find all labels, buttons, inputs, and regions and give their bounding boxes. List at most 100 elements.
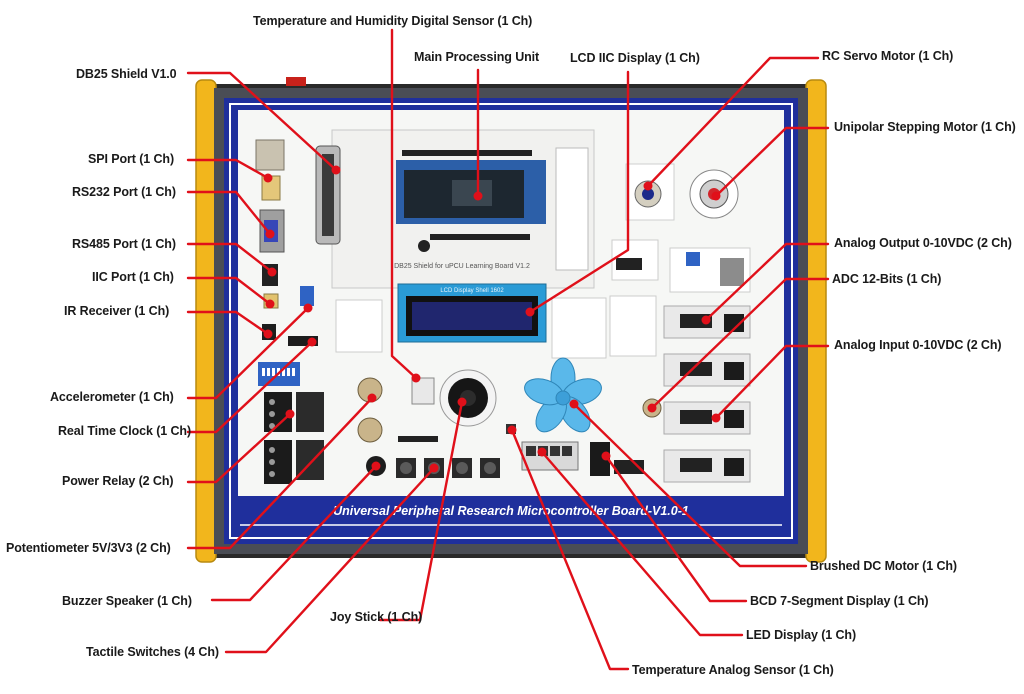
leader-lcd-iic: [528, 70, 630, 314]
chip-a: [616, 258, 642, 270]
label-ir-receiver: IR Receiver (1 Ch): [64, 304, 170, 318]
leader-spi: [186, 158, 270, 180]
label-spi-port: SPI Port (1 Ch): [88, 152, 175, 166]
leader-accelerometer: [186, 306, 310, 400]
lcd-module: LCD Display Shell 1602: [397, 283, 547, 343]
leader-accelerometer-dot: [303, 303, 313, 313]
label-main-processing-unit: Main Processing Unit: [414, 50, 540, 64]
label-iic-port: IIC Port (1 Ch): [92, 270, 174, 284]
leader-temp-analog-dot: [507, 425, 517, 435]
servo-hub: [642, 188, 654, 200]
seven-segment: [590, 442, 610, 476]
board-title-text: Universal Peripheral Research Microcontr…: [333, 504, 689, 518]
leader-adc: [650, 277, 830, 410]
leader-stepper: [714, 126, 830, 198]
blue-module: [686, 252, 700, 266]
label-adc-12-bits: ADC 12-Bits (1 Ch): [832, 272, 942, 286]
label-led-display: LED Display (1 Ch): [746, 628, 857, 642]
leader-bcd: [604, 454, 748, 603]
leader-rs485: [186, 242, 274, 274]
processing-chip: [452, 180, 492, 206]
label-lcd-iic-display: LCD IIC Display (1 Ch): [570, 51, 700, 65]
leader-power-relay-dot: [285, 409, 295, 419]
label-bcd-7-segment: BCD 7-Segment Display (1 Ch): [750, 594, 929, 608]
terminal-screws: [269, 399, 275, 477]
right-yellow-rail: [805, 79, 827, 563]
label-unipolar-stepping-motor: Unipolar Stepping Motor (1 Ch): [834, 120, 1016, 134]
relay-1: [296, 392, 324, 432]
header-row-top: [402, 150, 532, 156]
accelerometer-chip: [300, 286, 314, 306]
leader-buzzer: [210, 464, 378, 602]
pot-2: [357, 417, 383, 443]
info-table-left: [335, 299, 383, 353]
header-row-bottom: [430, 234, 530, 240]
leader-rs232-dot: [265, 229, 275, 239]
leader-bcd-dot: [601, 451, 611, 461]
leader-rc-servo: [646, 56, 820, 188]
leader-dots: [263, 165, 721, 473]
leader-potentiometer-dot: [367, 393, 377, 403]
lcd-caption-text: LCD Display Shell 1602: [440, 288, 504, 294]
leader-db25: [186, 71, 338, 172]
leader-analog-out-dot: [701, 315, 711, 325]
rtc-module: [288, 336, 318, 346]
leader-adc-dot: [647, 403, 657, 413]
leader-rs485-dot: [267, 267, 277, 277]
th-sensor-grid: [411, 377, 435, 405]
label-rs485-port: RS485 Port (1 Ch): [72, 237, 176, 251]
leader-joystick-dot: [457, 397, 467, 407]
label-power-relay: Power Relay (2 Ch): [62, 474, 174, 488]
leader-rc-servo-dot: [643, 181, 653, 191]
leader-analog-out: [704, 242, 830, 322]
leader-joystick: [378, 400, 464, 622]
leader-potentiometer: [186, 396, 374, 550]
label-temp-humidity-sensor: Temperature and Humidity Digital Sensor …: [253, 14, 533, 28]
label-rc-servo-motor: RC Servo Motor (1 Ch): [822, 49, 954, 63]
leader-lcd-iic-dot: [525, 307, 535, 317]
leader-main-processing-dot: [473, 191, 483, 201]
comm-table: [551, 297, 607, 359]
leader-led-display: [540, 450, 744, 637]
left-yellow-rail: [195, 79, 217, 563]
analog-blocks: [663, 305, 751, 483]
db25-shield: DB25 Shield for uPCU Learning Board V1.2: [315, 129, 595, 289]
label-buzzer-speaker: Buzzer Speaker (1 Ch): [62, 594, 192, 608]
leader-tactile: [224, 466, 436, 654]
terminal-block-2: [264, 440, 292, 484]
lcd-screen: [412, 302, 532, 330]
leader-rtc: [186, 340, 314, 434]
leader-lines: [186, 28, 830, 671]
leader-analog-in: [714, 344, 830, 420]
label-analog-input: Analog Input 0-10VDC (2 Ch): [834, 338, 1002, 352]
db25-pins: [322, 154, 334, 236]
leader-stepper-dot: [711, 191, 721, 201]
leader-iic: [186, 276, 272, 306]
leader-ir-dot: [263, 329, 273, 339]
leader-ir: [186, 310, 270, 336]
shield-title-text: DB25 Shield for uPCU Learning Board V1.2: [394, 263, 530, 270]
header-strip: [398, 436, 438, 442]
label-joy-stick: Joy Stick (1 Ch): [330, 610, 423, 624]
leader-temp-analog: [510, 428, 630, 671]
leader-led-display-dot: [537, 447, 547, 457]
heatsink: [720, 258, 744, 286]
label-real-time-clock: Real Time Clock (1 Ch): [58, 424, 192, 438]
leader-spi-dot: [263, 173, 273, 183]
power-switch: [286, 77, 306, 86]
label-temp-analog-sensor: Temperature Analog Sensor (1 Ch): [632, 663, 834, 677]
spi-connector: [255, 139, 285, 171]
spec-table: [609, 295, 657, 357]
leader-dc-motor-dot: [569, 399, 579, 409]
led-display-block: [521, 441, 579, 471]
leader-buzzer-dot: [371, 461, 381, 471]
label-tactile-switches: Tactile Switches (4 Ch): [86, 645, 219, 659]
label-accelerometer: Accelerometer (1 Ch): [50, 390, 174, 404]
dc-motor-fan: [524, 357, 602, 433]
panel-border-line: [229, 103, 793, 539]
label-potentiometer: Potentiometer 5V/3V3 (2 Ch): [6, 541, 171, 555]
leader-dc-motor: [572, 402, 808, 568]
leader-analog-in-dot: [711, 413, 721, 423]
